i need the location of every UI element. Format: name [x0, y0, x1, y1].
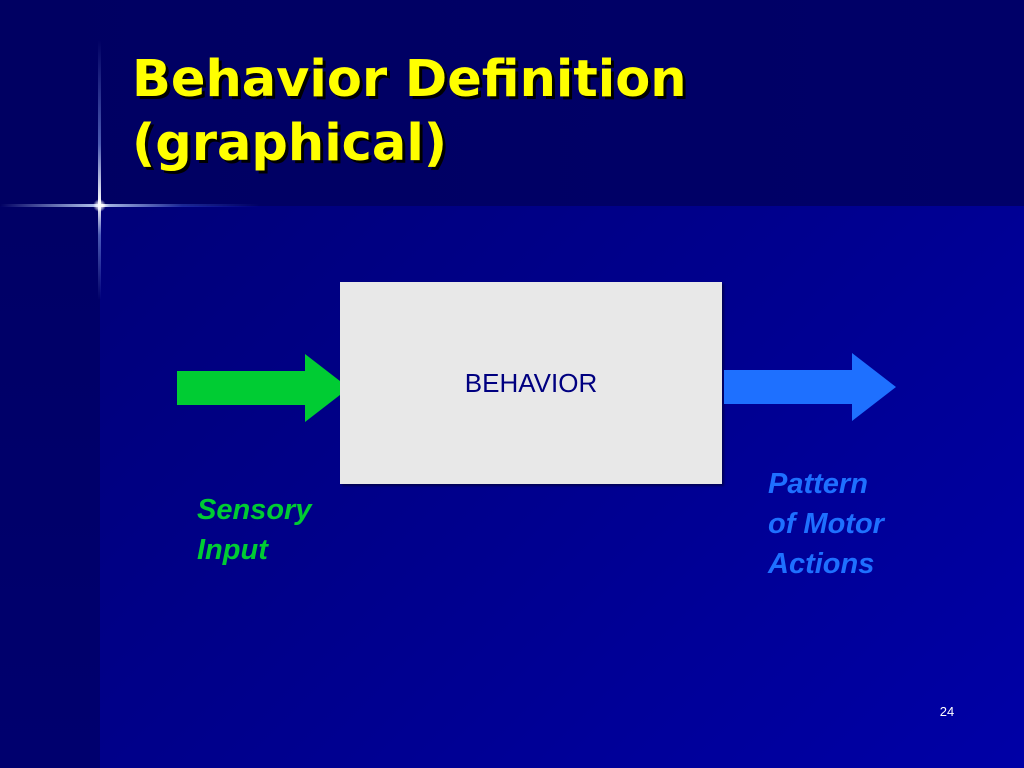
sparkle-vertical-ray [98, 40, 101, 300]
motor-actions-label: Pattern of Motor Actions [768, 464, 884, 584]
sparkle-horizontal-ray [0, 204, 260, 207]
page-number: 24 [939, 704, 955, 719]
behavior-box: BEHAVIOR [340, 282, 722, 484]
slide-title-line-2: (graphical) [132, 114, 448, 173]
output-arrow-shape [724, 353, 896, 421]
title-band [0, 0, 1024, 206]
input-arrow-shape [177, 354, 349, 422]
slide-title: Behavior Definition (graphical) [132, 48, 687, 176]
input-arrow-icon [177, 354, 349, 422]
left-band [0, 206, 100, 768]
slide-title-line-1: Behavior Definition [132, 50, 687, 109]
sensory-input-label: Sensory Input [197, 490, 311, 570]
sensory-input-line-2: Input [197, 534, 268, 566]
motor-actions-line-3: Actions [768, 548, 875, 580]
motor-actions-line-1: Pattern [768, 468, 868, 500]
motor-actions-line-2: of Motor [768, 508, 884, 540]
sparkle-core [93, 199, 106, 212]
sensory-input-line-1: Sensory [197, 494, 312, 526]
output-arrow-icon [724, 353, 896, 421]
behavior-label: BEHAVIOR [464, 368, 598, 398]
